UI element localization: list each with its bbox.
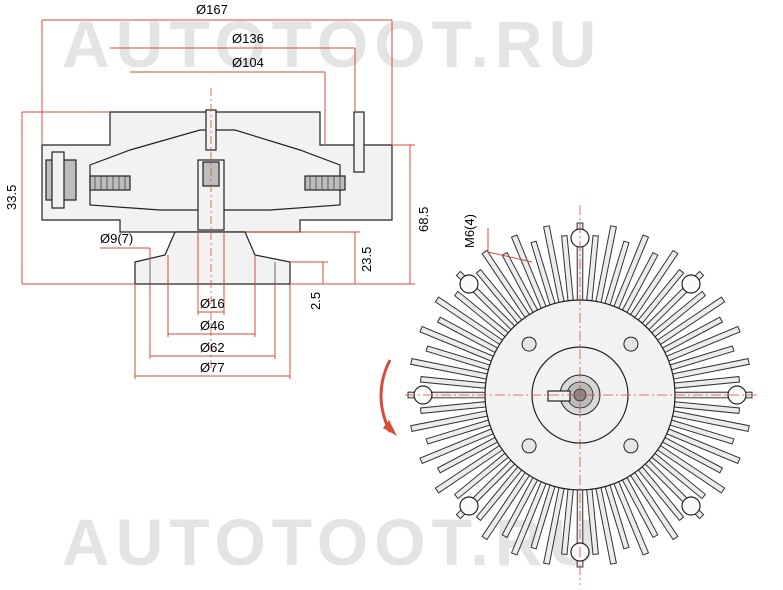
cooling-fins (407, 222, 753, 568)
label-d136: Ø136 (232, 31, 264, 46)
right-stud (353, 111, 365, 173)
m6-screw-hole (623, 438, 639, 454)
rotation-arrow-icon (383, 420, 397, 436)
dimension-labels: Ø167 Ø136 Ø104 33.5 68.5 23.5 2.5 Ø9(7) … (4, 2, 477, 375)
label-h33-5: 33.5 (4, 185, 19, 210)
label-d62: Ø62 (200, 340, 225, 355)
bolt-hole (459, 496, 479, 516)
cooling-fin (586, 234, 599, 302)
dimension-lines (21, 19, 415, 379)
label-d77: Ø77 (200, 360, 225, 375)
cooling-fin (673, 376, 741, 389)
bolt-hole (681, 274, 701, 294)
cooling-fin (586, 488, 599, 556)
m6-leader (487, 251, 533, 263)
left-bolt (51, 151, 65, 209)
hub (134, 231, 291, 285)
cooling-fin (673, 401, 741, 414)
label-h23-5: 23.5 (359, 247, 374, 272)
bolt-hole (681, 496, 701, 516)
label-h2-5: 2.5 (308, 292, 323, 310)
bolt-hole (459, 274, 479, 294)
label-m6: M6(4) (462, 214, 477, 248)
m6-screw-hole (623, 336, 639, 352)
labyrinth-left (89, 175, 131, 191)
label-d16: Ø16 (200, 296, 225, 311)
cooling-fin (561, 234, 574, 302)
front-view (379, 205, 760, 585)
side-section-view (41, 88, 393, 370)
m6-screw-hole (521, 336, 537, 352)
label-d46: Ø46 (200, 318, 225, 333)
label-h68-5: 68.5 (416, 207, 431, 232)
cooling-fin (561, 488, 574, 556)
labyrinth-right (304, 175, 346, 191)
label-d104: Ø104 (232, 55, 264, 70)
label-d9: Ø9(7) (100, 231, 133, 246)
cooling-fin (419, 401, 487, 414)
spring-clip (547, 390, 571, 402)
m6-screw-hole (521, 438, 537, 454)
label-d167: Ø167 (196, 2, 228, 17)
cooling-fin (419, 376, 487, 389)
